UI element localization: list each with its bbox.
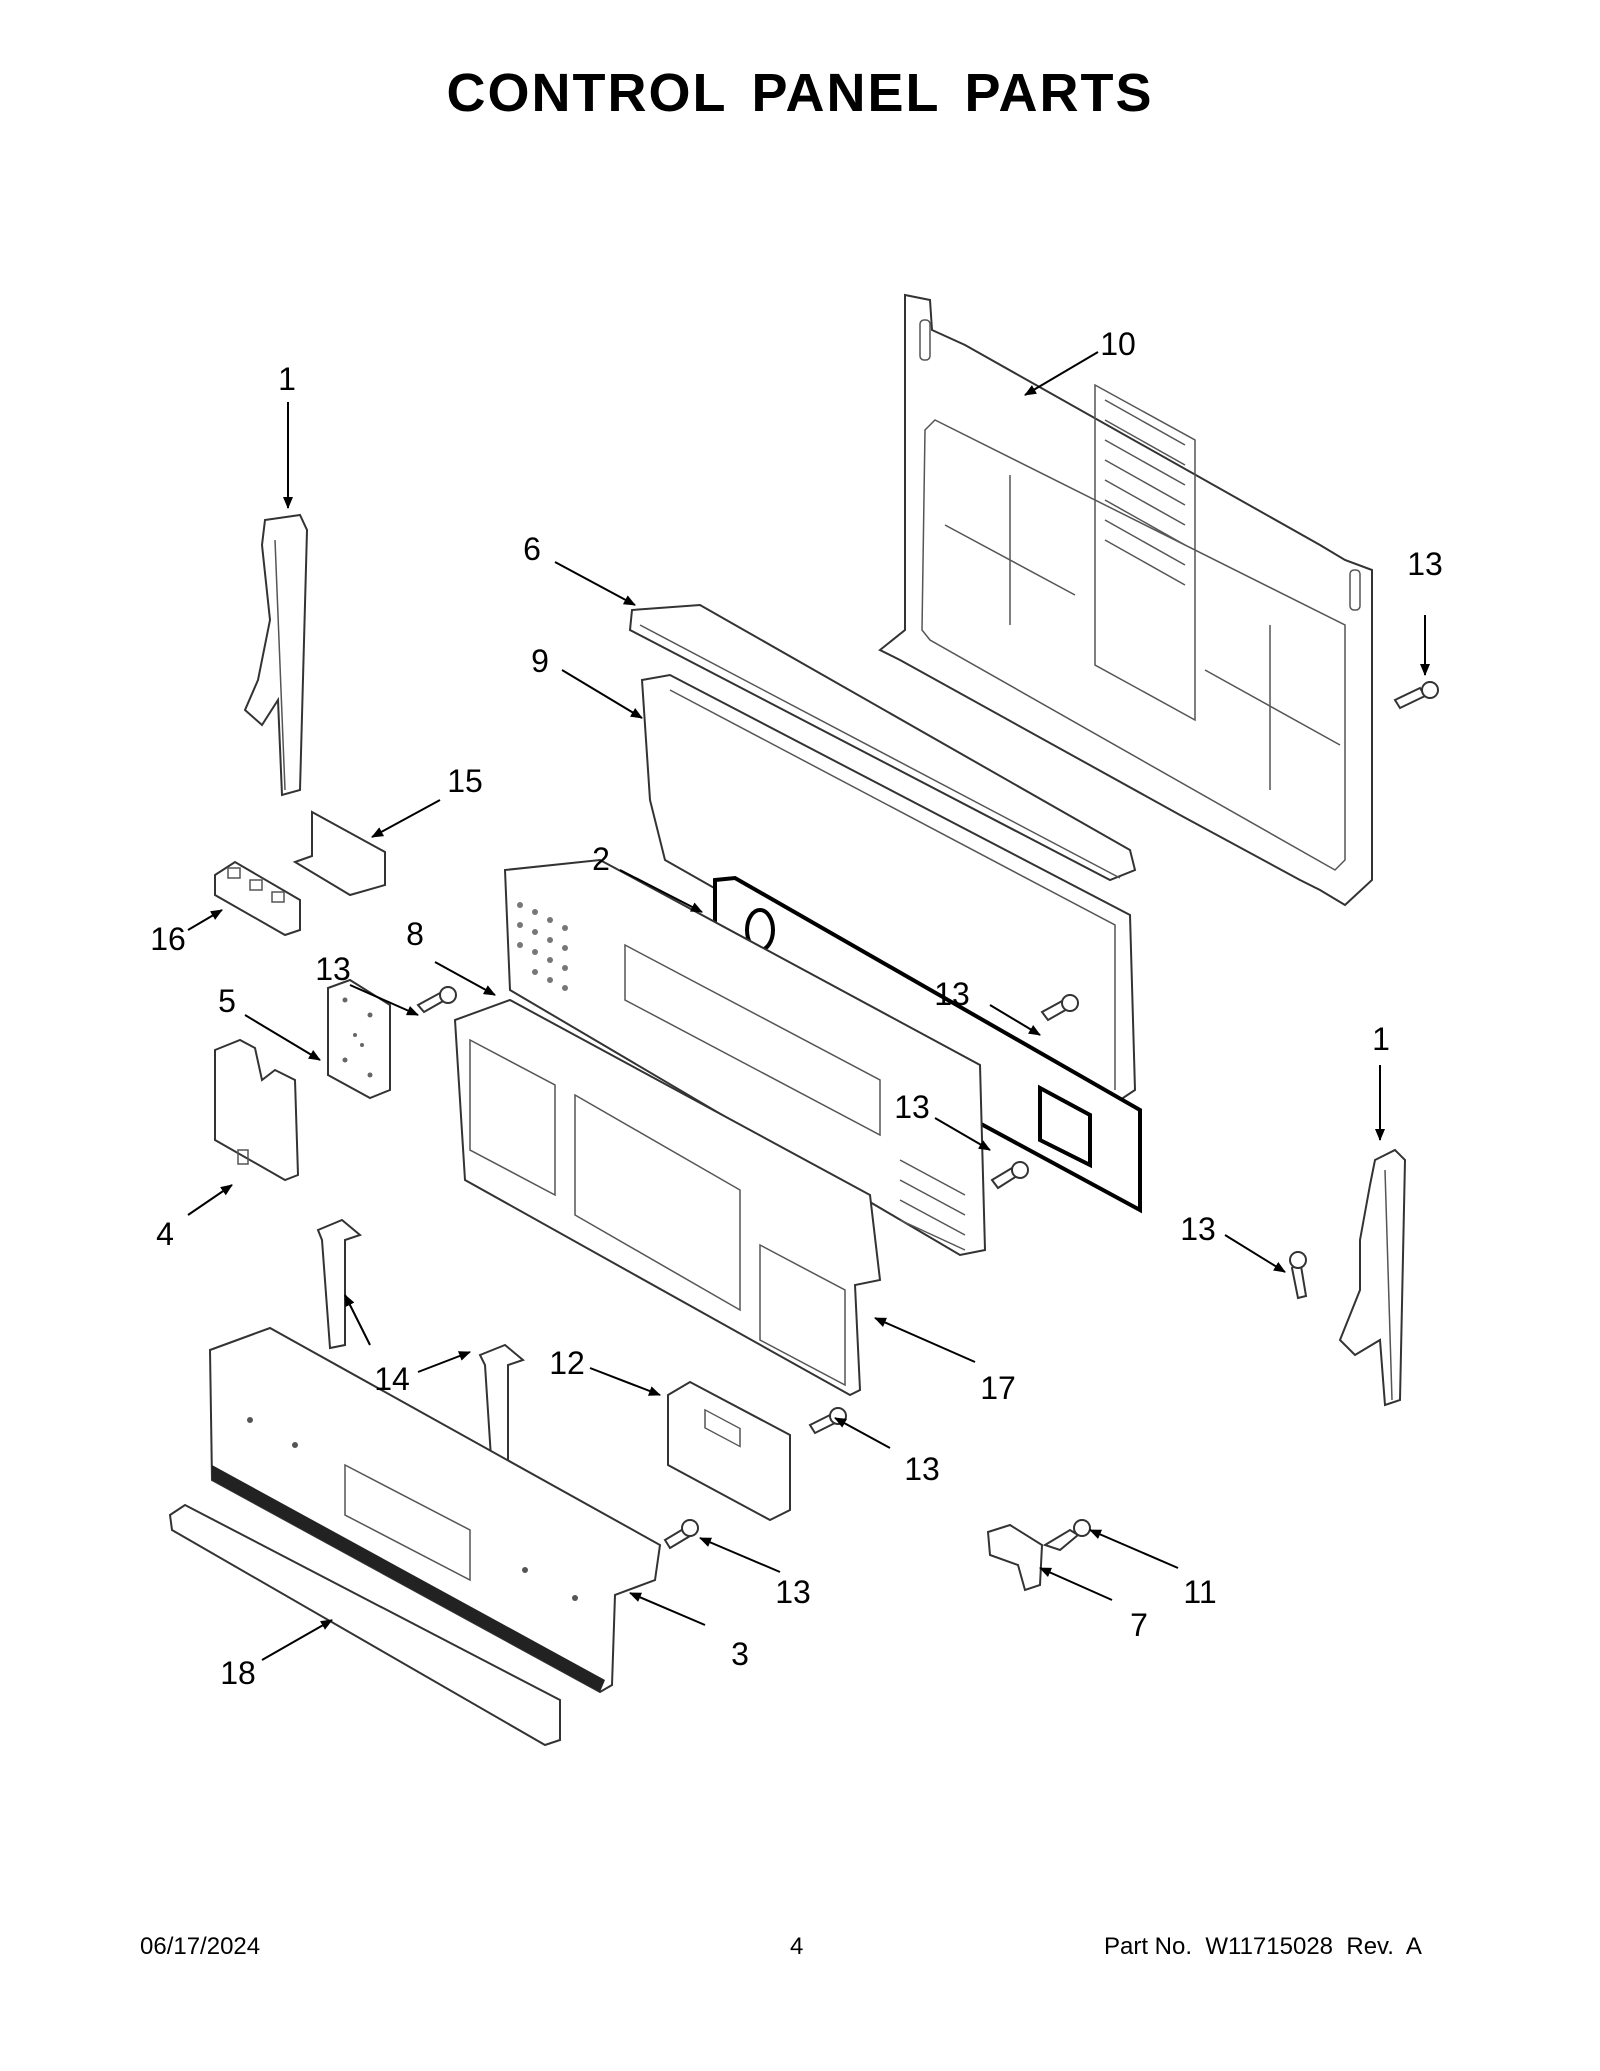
callout-13-right: 13: [1180, 1211, 1216, 1247]
callout-4: 4: [156, 1216, 174, 1252]
callout-13-top-right: 13: [1407, 546, 1443, 582]
callout-18: 18: [220, 1655, 256, 1691]
part-8-inner-panel: [503, 858, 987, 1257]
page-title: CONTROL PANEL PARTS: [446, 63, 1154, 123]
part-3-control-console: [208, 1326, 662, 1694]
footer-page-number: 4: [790, 1933, 804, 1960]
callout-3: 3: [731, 1636, 749, 1672]
part-1-right-side-bracket: [1338, 1148, 1407, 1407]
callout-13-left: 13: [315, 951, 351, 987]
part-18-trim-strip: [168, 1503, 561, 1747]
part-11-screw: [1042, 1519, 1091, 1552]
part-10-rear-panel: [878, 293, 1373, 907]
part-1-left-side-bracket: [243, 513, 309, 797]
footer-date: 06/17/2024: [140, 1933, 261, 1960]
callout-6: 6: [523, 531, 541, 567]
part-12-clock-module: [667, 1380, 791, 1522]
callout-1-left: 1: [278, 361, 296, 397]
part-5-control-board: [327, 978, 391, 1100]
footer-part-number: Part No. W11715028 Rev. A: [1104, 1933, 1422, 1960]
callout-9: 9: [531, 643, 549, 679]
part-14-end-caps: [316, 1218, 526, 1475]
callout-12: 12: [549, 1345, 585, 1381]
callout-2: 2: [592, 841, 610, 877]
callout-13-bottom: 13: [775, 1574, 811, 1610]
callout-14: 14: [374, 1361, 410, 1397]
callout-1-right: 1: [1372, 1021, 1390, 1057]
callout-13-lower-mid: 13: [904, 1451, 940, 1487]
part-6-trim-rail: [628, 603, 1137, 882]
callout-13-center: 13: [934, 976, 970, 1012]
callout-13-mid: 13: [894, 1089, 930, 1125]
callout-5: 5: [218, 983, 236, 1019]
part-15-bracket: [292, 810, 386, 897]
part-16-terminal-block: [214, 860, 301, 937]
callout-17: 17: [980, 1370, 1016, 1406]
callout-7: 7: [1130, 1607, 1148, 1643]
callout-15: 15: [447, 763, 483, 799]
part-4-cover: [214, 1038, 300, 1182]
callout-arrows: [187, 351, 1430, 1661]
callout-10: 10: [1100, 326, 1136, 362]
part-7-clip: [986, 1523, 1044, 1592]
callout-16: 16: [150, 921, 186, 957]
callout-11: 11: [1183, 1574, 1216, 1610]
callout-8: 8: [406, 916, 424, 952]
part-17-control-housing: [453, 998, 882, 1397]
